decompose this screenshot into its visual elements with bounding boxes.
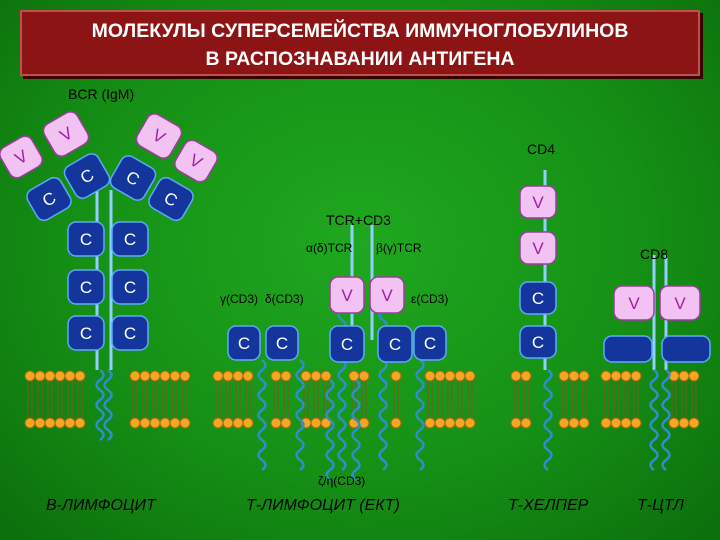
membrane-b-right — [129, 370, 191, 429]
bcr-c-stem-left-1: C — [67, 221, 105, 257]
cd4-tail — [543, 368, 553, 472]
domain-label: C — [389, 335, 401, 354]
domain-label: C — [276, 334, 288, 353]
cd8-beta-v: V — [659, 285, 701, 321]
bcr-c-stem-right-3: C — [111, 315, 149, 351]
cd8-label: CD8 — [640, 246, 669, 262]
gamma-cd3-label: γ(CD3) — [220, 292, 258, 306]
membrane-b-left — [24, 370, 86, 429]
bcr-c-stem-right-2: C — [111, 269, 149, 305]
alpha-tcr-label: α(δ)TCR — [306, 241, 353, 255]
b-cell-label: В-ЛИМФОЦИТ — [46, 497, 156, 514]
tcr-alpha-v: V — [329, 276, 365, 314]
domain-label: V — [628, 294, 640, 313]
membrane-t-5 — [390, 370, 402, 429]
bcr-c-light-right: C — [148, 176, 194, 222]
cd8-tail-2 — [661, 368, 671, 472]
domain-label: C — [124, 324, 136, 343]
domain-label: C — [532, 289, 544, 308]
cd4-label: CD4 — [527, 141, 556, 157]
bcr-label: BCR (IgM) — [68, 86, 135, 102]
cd8-tail-1 — [649, 368, 659, 472]
bcr-c-stem-right-1: C — [111, 221, 149, 257]
zeta-tail-2 — [351, 378, 361, 482]
bcr-v-light-right: V — [174, 139, 218, 183]
membrane-t-3 — [300, 370, 332, 429]
zeta-cd3-label: ζ/η(CD3) — [318, 474, 366, 488]
domain-label: V — [381, 286, 393, 305]
cd3-gamma-tail — [257, 358, 267, 472]
domain-label: C — [532, 333, 544, 352]
title-box: МОЛЕКУЛЫ СУПЕРСЕМЕЙСТВА ИММУНОГЛОБУЛИНОВ… — [20, 10, 700, 76]
delta-cd3-label: δ(CD3) — [265, 292, 304, 306]
t-ctl-label: Т-ЦТЛ — [637, 497, 684, 514]
t-helper-label: Т-ХЕЛПЕР — [508, 497, 589, 514]
membrane-t-4 — [348, 370, 370, 429]
cd3-delta-c: C — [265, 325, 299, 361]
membrane-t-2 — [270, 370, 292, 429]
title-line-2: В РАСПОЗНАВАНИИ АНТИГЕНА — [205, 48, 515, 70]
cd8-beta-stalk — [661, 335, 711, 363]
domain-label: C — [124, 230, 136, 249]
cd8-alpha-v: V — [613, 285, 655, 321]
epsilon-cd3-label: ε(CD3) — [411, 292, 449, 306]
cd4-d1: V — [519, 185, 557, 219]
tcr-beta-v: V — [369, 276, 405, 314]
cd8-alpha-stalk — [603, 335, 653, 363]
domain-label: C — [424, 334, 436, 353]
beta-tcr-label: β(γ)TCR — [376, 241, 422, 255]
membrane-h-2 — [558, 370, 590, 429]
cd3-gamma-c: C — [227, 325, 261, 361]
domain-label: V — [532, 193, 544, 212]
domain-label: C — [80, 230, 92, 249]
bcr-c-stem-left-3: C — [67, 315, 105, 351]
cd4-d3: C — [519, 281, 557, 315]
tcr-cd3-label: TCR+CD3 — [326, 212, 391, 228]
domain-label: V — [341, 286, 353, 305]
zeta-tail-1 — [325, 378, 335, 482]
bcr-c-stem-left-2: C — [67, 269, 105, 305]
cd3-epsilon-tail — [415, 358, 425, 472]
domain-label: V — [674, 294, 686, 313]
membrane-ctl-1 — [600, 370, 642, 429]
membrane-h-1 — [510, 370, 532, 429]
chain-tail — [103, 368, 113, 442]
cd3-epsilon-c: C — [413, 325, 447, 361]
bcr-c-light-left: C — [26, 176, 72, 222]
membranes — [24, 370, 700, 429]
bcr-c-heavy-right: C — [109, 155, 157, 201]
tcr-beta-c: C — [377, 325, 413, 363]
bcr-c-heavy-left: C — [63, 153, 111, 199]
bcr-v-light-left: V — [0, 135, 43, 179]
tcr-alpha-c: C — [329, 325, 365, 363]
bcr-v-heavy-right: V — [135, 113, 183, 159]
cd3-delta-tail — [295, 358, 305, 472]
domain-label: C — [238, 334, 250, 353]
cd4-d4: C — [519, 325, 557, 359]
domain-label: C — [80, 278, 92, 297]
cd4-d2: V — [519, 231, 557, 265]
domain-label: C — [124, 278, 136, 297]
membrane-t-1 — [212, 370, 254, 429]
t-cell-label: Т-ЛИМФОЦИТ (ЕКТ) — [246, 497, 400, 514]
domain-label: C — [341, 335, 353, 354]
title-line-1: МОЛЕКУЛЫ СУПЕРСЕМЕЙСТВА ИММУНОГЛОБУЛИНОВ — [91, 20, 629, 42]
domain-label: C — [80, 324, 92, 343]
domain-label: V — [532, 239, 544, 258]
bcr-v-heavy-left: V — [42, 111, 90, 157]
membrane-t-6 — [424, 370, 476, 429]
chain-tail — [95, 368, 105, 442]
membrane-ctl-2 — [668, 370, 700, 429]
